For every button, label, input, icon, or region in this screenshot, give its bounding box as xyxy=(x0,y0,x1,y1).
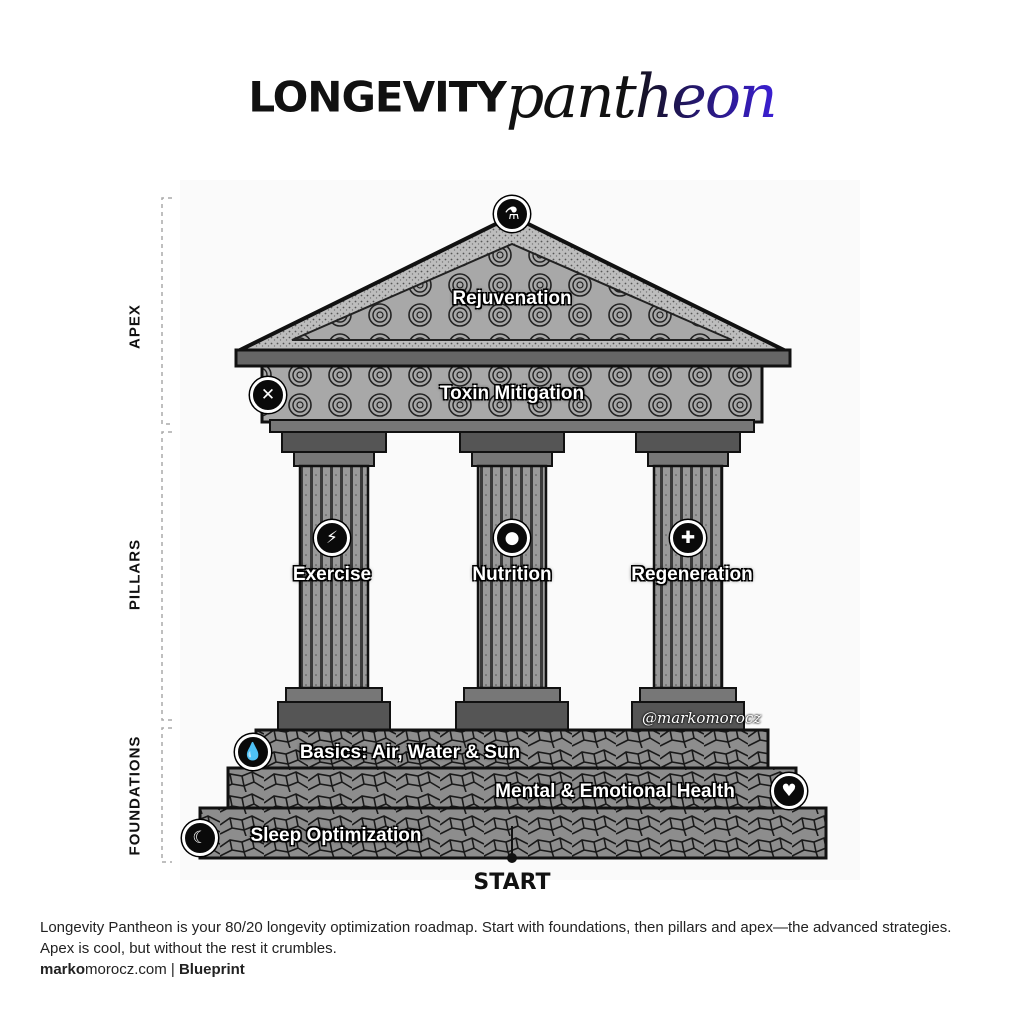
footer-brand-rest: morocz.com xyxy=(85,961,167,978)
flask-icon: ⚗ xyxy=(494,196,530,232)
side-label-pillars: PILLARS xyxy=(126,538,144,611)
label-basics: Basics: Air, Water & Sun xyxy=(299,742,521,763)
footer-separator: | xyxy=(170,961,175,978)
title-script: pantheon xyxy=(505,62,778,132)
label-nutrition: Nutrition xyxy=(472,564,552,585)
moon-icon: ☾ xyxy=(182,820,218,856)
page-title: LONGEVITYpantheon xyxy=(0,62,1024,132)
footer: markomorocz.com | Blueprint xyxy=(40,961,245,978)
label-rejuvenation: Rejuvenation xyxy=(452,288,572,309)
lightning-icon: ⚡ xyxy=(314,520,350,556)
water-drop-icon: 💧 xyxy=(235,734,271,770)
column-center xyxy=(455,431,569,731)
caption: Longevity Pantheon is your 80/20 longevi… xyxy=(40,919,952,957)
column-right xyxy=(631,431,745,731)
footer-brand-link[interactable]: markomorocz.com xyxy=(40,961,167,978)
close-icon: ✕ xyxy=(250,377,286,413)
label-toxin-mitigation: Toxin Mitigation xyxy=(439,383,585,404)
footer-section: Blueprint xyxy=(178,961,245,978)
heart-icon: ♥ xyxy=(771,773,807,809)
pill-icon: ● xyxy=(494,520,530,556)
title-bold: LONGEVITY xyxy=(248,72,506,122)
footer-brand-bold: marko xyxy=(40,961,86,978)
label-exercise: Exercise xyxy=(292,564,372,585)
side-label-apex: APEX xyxy=(126,304,144,349)
start-label: START xyxy=(473,870,551,895)
column-left xyxy=(277,431,391,731)
watermark: @markomorocz xyxy=(642,709,762,727)
label-regeneration: Regeneration xyxy=(631,564,753,585)
plus-icon: ✚ xyxy=(670,520,706,556)
side-label-foundations: FOUNDATIONS xyxy=(126,735,144,856)
label-sleep: Sleep Optimization xyxy=(250,825,422,846)
label-mental-health: Mental & Emotional Health xyxy=(495,781,735,802)
